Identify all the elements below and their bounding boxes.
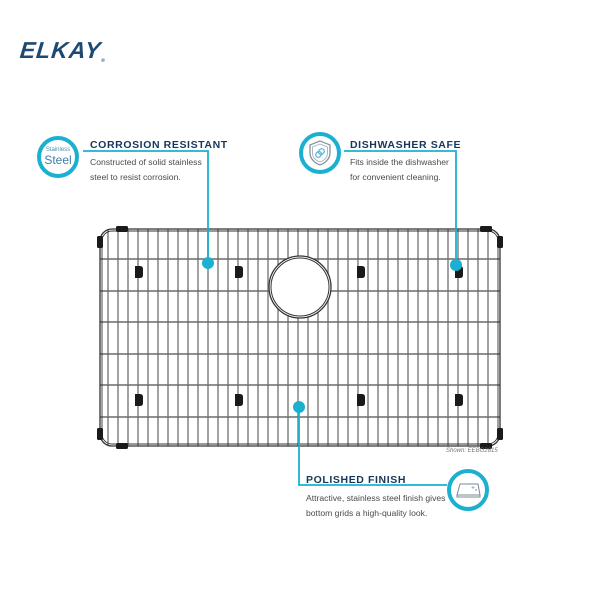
- badge-text-small: Stainless: [45, 147, 71, 153]
- corrosion-description: Constructed of solid stainless steel to …: [90, 155, 202, 185]
- description-line: Constructed of solid stainless: [90, 157, 202, 167]
- polished-description: Attractive, stainless steel finish gives…: [306, 491, 445, 521]
- description-line: Fits inside the dishwasher: [350, 157, 449, 167]
- dishwasher-title: DISHWASHER SAFE: [350, 139, 462, 151]
- shown-model-label: Shown: EEBG2815: [446, 448, 498, 454]
- badge-text-large: Steel: [44, 153, 72, 167]
- description-line: steel to resist corrosion.: [90, 172, 181, 182]
- shield-dishwasher-icon: [299, 132, 341, 174]
- polished-title: POLISHED FINISH: [306, 474, 407, 486]
- corrosion-title: CORROSION RESISTANT: [90, 139, 228, 151]
- stainless-steel-badge-icon: Stainless Steel: [37, 136, 79, 178]
- polished-surface-icon: [447, 469, 489, 511]
- description-line: Attractive, stainless steel finish gives: [306, 493, 446, 503]
- description-line: for convenient cleaning.: [350, 172, 441, 182]
- description-line: bottom grids a high-quality look.: [306, 508, 428, 518]
- dishwasher-description: Fits inside the dishwasher for convenien…: [350, 155, 449, 185]
